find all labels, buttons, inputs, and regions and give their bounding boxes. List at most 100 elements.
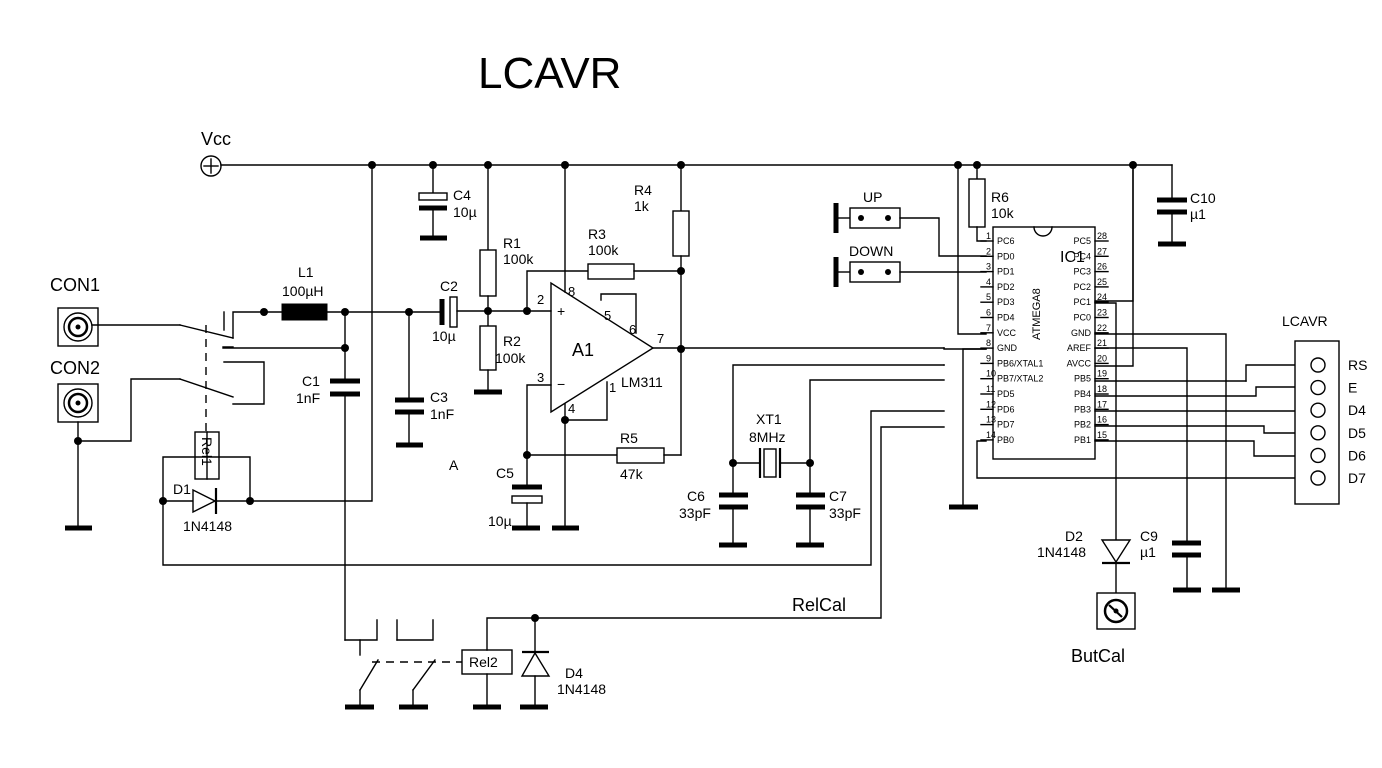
ic1-pin-number: 7 — [986, 323, 991, 333]
c7-ref: C7 — [829, 488, 847, 504]
a1-pin-4: 4 — [568, 401, 575, 416]
lcd-pin-d6: D6 — [1310, 447, 1366, 463]
lcd-pin-label: D6 — [1348, 447, 1366, 463]
ic1-part: ATMEGA8 — [1031, 288, 1043, 340]
ic1-pin-name: PD3 — [997, 297, 1015, 307]
c2-value: 10µ — [432, 328, 456, 344]
d4-ref: D4 — [565, 665, 583, 681]
l1-ref: L1 — [298, 264, 314, 280]
c1-capacitor: C1 1nF — [296, 311, 360, 641]
ic1-pin-name: PD0 — [997, 251, 1015, 261]
ic1-pin-number: 23 — [1097, 308, 1107, 318]
r5-resistor: R5 47k — [523, 430, 682, 482]
ic1-pin-name: GND — [1071, 328, 1092, 338]
ic1-pin-number: 20 — [1097, 353, 1107, 363]
d1-value: 1N4148 — [183, 518, 232, 534]
r2-value: 100k — [495, 350, 526, 366]
d2-ref: D2 — [1065, 528, 1083, 544]
lcd-pin-d4: D4 — [1310, 402, 1366, 418]
a1-ref: A1 — [572, 340, 594, 360]
ic1-pin-number: 13 — [986, 415, 996, 425]
r1-ref: R1 — [503, 235, 521, 251]
a1-pin-3: 3 — [537, 370, 544, 385]
a1-pin-8: 8 — [568, 284, 575, 299]
ic1-pin-name: PB4 — [1074, 389, 1091, 399]
c3-ref: C3 — [430, 389, 448, 405]
r4-value: 1k — [634, 198, 650, 214]
ic1-pin-number: 9 — [986, 353, 991, 363]
a1-pin-7: 7 — [657, 331, 664, 346]
ic1-pin-name: PB7/XTAL2 — [997, 374, 1043, 384]
down-button: DOWN — [833, 243, 987, 287]
ic1-pin-name: PC5 — [1073, 236, 1091, 246]
ic1-pin-number: 19 — [1097, 369, 1107, 379]
xt1-crystal: XT1 8MHz — [729, 364, 945, 494]
c4-ref: C4 — [453, 187, 471, 203]
lcd-pin-label: RS — [1348, 357, 1367, 373]
r5-ref: R5 — [620, 430, 638, 446]
ic1-pin-name: PC2 — [1073, 282, 1091, 292]
c3-value: 1nF — [430, 406, 454, 422]
c6-capacitor: C6 33pF — [679, 488, 748, 548]
ic1-pin-name: PD6 — [997, 404, 1015, 414]
d4-value: 1N4148 — [557, 681, 606, 697]
ic1-pin-name: PC6 — [997, 236, 1015, 246]
c10-value: µ1 — [1190, 206, 1206, 222]
svg-text:−: − — [557, 376, 565, 392]
relay2: Rel2 RelCal — [344, 426, 945, 710]
r6-value: 10k — [991, 205, 1015, 221]
ic1-pin-name: PD2 — [997, 282, 1015, 292]
ic1-ref: IC1 — [1060, 249, 1085, 266]
c9-value: µ1 — [1140, 544, 1156, 560]
ic1-pin-number: 6 — [986, 308, 991, 318]
ic1-pin-name: PC0 — [1073, 313, 1091, 323]
ic1-pin-name: PB2 — [1074, 420, 1091, 430]
ic1-pin-number: 27 — [1097, 246, 1107, 256]
ic1-pin-number: 14 — [986, 430, 996, 440]
c1-ref: C1 — [302, 373, 320, 389]
r1-resistor: R1 100k — [479, 164, 534, 327]
ic1-pin-number: 11 — [986, 384, 995, 394]
ic1-pin-number: 16 — [1097, 415, 1107, 425]
ic1-pin-name: PB1 — [1074, 435, 1091, 445]
relay1-coil: Rel1 — [159, 410, 945, 566]
relay1-contacts — [179, 308, 349, 432]
butcal-label: ButCal — [1071, 646, 1125, 666]
r2-ref: R2 — [503, 333, 521, 349]
ic1-pin-number: 5 — [986, 292, 991, 302]
ic1-pin-number: 12 — [986, 399, 996, 409]
r3-ref: R3 — [588, 226, 606, 242]
c2-capacitor: C2 10µ — [432, 278, 528, 344]
c7-capacitor: C7 33pF — [796, 488, 861, 548]
ic1-pin-number: 1 — [986, 231, 991, 241]
up-button: UP — [833, 189, 987, 257]
ic1-pin-name: PB6/XTAL1 — [997, 358, 1043, 368]
ic1-pin-number: 4 — [986, 277, 991, 287]
c10-ref: C10 — [1190, 190, 1216, 206]
a1-comparator: A1 LM311 + − 2 8 5 6 7 3 4 1 — [526, 164, 945, 531]
con2-label: CON2 — [50, 358, 100, 378]
r3-resistor: R3 100k — [523, 226, 685, 315]
vcc-label: Vcc — [201, 129, 231, 149]
ic1-pin-name: VCC — [997, 328, 1017, 338]
schematic-title: LCAVR — [478, 49, 621, 98]
con1-label: CON1 — [50, 275, 100, 295]
a1-pin-1: 1 — [609, 380, 616, 395]
ic1-pin-name: PD1 — [997, 267, 1015, 277]
